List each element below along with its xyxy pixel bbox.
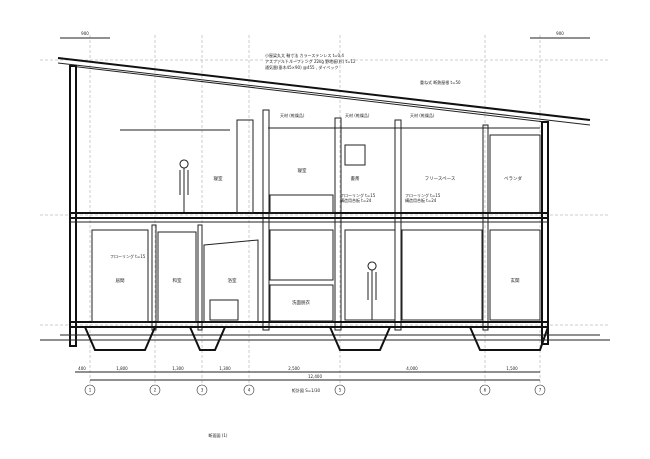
closet xyxy=(269,194,334,214)
floor-note: 構造用合板 t=24 xyxy=(340,197,372,203)
beam-note: 天材 (乾燥品) xyxy=(410,112,435,118)
room-label: 洗面脱衣 xyxy=(292,299,310,306)
beam-note: 天材 (乾燥品) xyxy=(345,112,370,118)
window xyxy=(344,144,366,166)
room-label: 玄関 xyxy=(511,277,520,284)
grid-label: 3 xyxy=(201,388,204,393)
roof xyxy=(57,57,591,126)
grid-label: 6 xyxy=(484,388,487,393)
room-label: 寝室 xyxy=(298,167,307,174)
floors xyxy=(69,127,549,328)
room-label: 書斎 xyxy=(351,175,360,182)
roof-note-right: 重ね式 断熱屋根 t=50 xyxy=(420,79,461,85)
floor-note: フローリング t=15 xyxy=(340,192,376,198)
bathtub xyxy=(209,299,239,321)
dimension-line xyxy=(75,371,540,381)
sheet-title: 断面図 (1) xyxy=(209,432,228,438)
grid-label: 2 xyxy=(154,388,157,393)
dimension: 400 xyxy=(78,366,86,371)
human-figure xyxy=(367,261,377,320)
top-dim-right: 900 xyxy=(556,31,564,36)
dimension: 4,000 xyxy=(406,366,418,371)
grid-label: 1 xyxy=(89,388,92,393)
room-label: 寝室 xyxy=(214,175,223,182)
grid-label: 5 xyxy=(339,388,342,393)
room-label: 和室 xyxy=(173,277,182,284)
dimension: 1,800 xyxy=(116,366,128,371)
total-dimension: 12,400 xyxy=(308,374,322,379)
grid-axes xyxy=(40,35,610,385)
beam-note: 天材 (乾燥品) xyxy=(280,112,305,118)
grid-label: 7 xyxy=(539,388,542,393)
top-dim-left: 900 xyxy=(81,31,89,36)
veranda-frame xyxy=(489,134,541,214)
grid-bubbles xyxy=(84,384,546,396)
roof-note: 通気層(垂木45×90) @455 , ダイベック xyxy=(265,64,338,70)
room-label: 居間 xyxy=(116,278,125,284)
dimension: 1,300 xyxy=(172,366,184,371)
room-label: フリースペース xyxy=(425,176,456,182)
grid-label: 4 xyxy=(248,388,251,393)
dimension: 1,300 xyxy=(219,366,231,371)
ladder xyxy=(236,119,254,214)
foundation xyxy=(40,326,610,351)
room-label: 浴室 xyxy=(228,277,237,284)
scale-caption: 矩計図 S=1/30 xyxy=(292,387,321,393)
human-figure xyxy=(179,159,189,212)
floor-note: フローリング t=15 xyxy=(405,192,441,198)
roof-note: 小屋梁丸太 軸寸法 カラーステンレス t=0.4 xyxy=(265,52,344,58)
floor-note: 構造用合板 t=24 xyxy=(405,197,437,203)
roof-note: アスファルトルーフィング 22kg 野地板(杉) t=12 xyxy=(265,58,356,64)
dimension: 1,500 xyxy=(506,366,518,371)
dimension: 2,500 xyxy=(288,366,300,371)
room-label: ベランダ xyxy=(504,175,522,182)
floor-note: フローリング t=15 xyxy=(110,253,146,259)
